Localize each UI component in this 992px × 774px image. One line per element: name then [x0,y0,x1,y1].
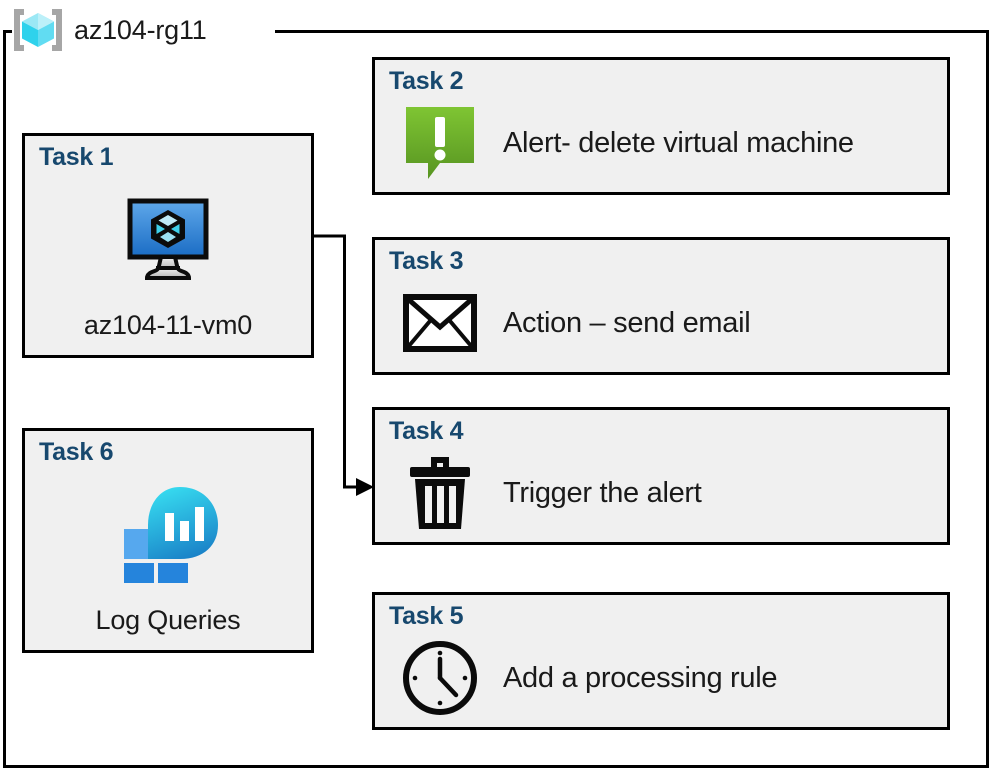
task-card-task6[interactable]: Task 6 Log Queries [22,428,314,653]
task4-caption: Trigger the alert [503,476,702,509]
task3-title: Task 3 [389,247,464,275]
task-card-task2[interactable]: Task 2 Alert- delete virtual machine [372,57,950,195]
task-card-task3[interactable]: Task 3 Action – send email [372,237,950,375]
log-analytics-icon [25,487,311,583]
resource-group-border-bottom [3,765,989,768]
task1-title: Task 1 [39,143,114,171]
envelope-icon [401,284,479,362]
task1-caption: az104-11-vm0 [83,310,253,340]
task-card-task5[interactable]: Task 5 Add a processing rule [372,592,950,730]
resource-group-name: az104-rg11 [74,14,207,45]
resource-group-border-top-stub [3,30,15,33]
resource-group-container [3,30,989,768]
task5-title: Task 5 [389,602,464,630]
task-card-task4[interactable]: Task 4 Trigger the alert [372,407,950,545]
task3-caption: Action – send email [503,306,751,339]
resource-group-border-left [3,30,6,768]
task2-caption: Alert- delete virtual machine [503,126,854,159]
resource-group-header: az104-rg11 [12,2,215,58]
clock-icon [401,639,479,717]
task4-title: Task 4 [389,417,464,445]
resource-group-cube-icon [12,7,64,53]
task6-caption: Log Queries [95,605,241,635]
task-card-task1[interactable]: Task 1 [22,133,314,358]
trash-delete-icon [401,454,479,532]
virtual-machine-icon [25,194,311,286]
task2-title: Task 2 [389,67,464,95]
alert-exclamation-icon [401,104,479,182]
task6-title: Task 6 [39,438,114,466]
resource-group-border-top [275,30,989,33]
task5-caption: Add a processing rule [503,661,778,694]
resource-group-border-right [986,30,989,768]
